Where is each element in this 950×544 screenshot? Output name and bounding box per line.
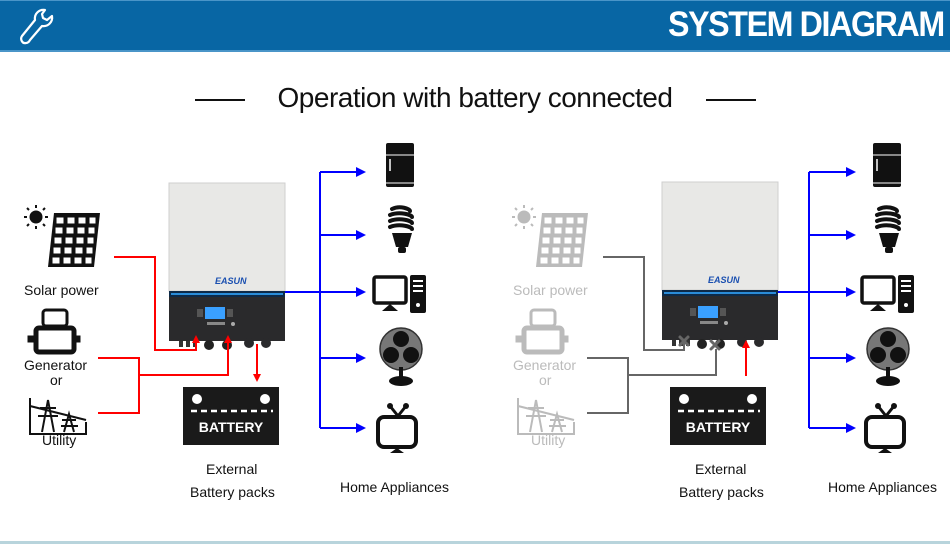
battery-pack-icon (668, 385, 768, 447)
solar-panel-icon (23, 204, 101, 268)
inverter-brand-logo: EASUN (215, 276, 247, 286)
or-label: or (539, 372, 552, 388)
utility-tower-icon (29, 397, 87, 435)
refrigerator-icon (386, 143, 414, 187)
battery-label-line2: Battery packs (679, 484, 764, 500)
header-title: SYSTEM DIAGRAM (668, 5, 945, 44)
generator-label: Generator (24, 357, 88, 373)
battery-label-line2: Battery packs (190, 484, 275, 500)
tv-icon (376, 403, 418, 453)
computer-icon (372, 275, 426, 313)
generator-input-line-inactive (587, 357, 629, 414)
generator-icon (28, 310, 80, 352)
fan-icon (866, 327, 910, 386)
header-banner: SYSTEM DIAGRAM (0, 0, 950, 52)
utility-label: Utility (531, 432, 566, 448)
diagram-subtitle: Operation with battery connected (277, 82, 673, 113)
solar-input-line-inactive (603, 256, 685, 351)
solar-power-label: Solar power (513, 282, 588, 298)
left-panel: EASUN (23, 143, 426, 453)
utility-tower-icon (517, 397, 575, 435)
light-bulb-icon (875, 205, 901, 253)
solar-power-label: Solar power (24, 282, 99, 298)
grid-input-line (139, 335, 232, 376)
solar-panel-icon (511, 204, 589, 268)
wrench-icon (20, 8, 54, 45)
battery-label-line1: External (695, 461, 747, 477)
tv-icon (864, 403, 906, 453)
inverter-unit (168, 182, 286, 351)
generator-input-line (98, 357, 140, 414)
generator-label: Generator (513, 357, 577, 373)
inverter-unit (661, 181, 779, 350)
battery-label-line1: External (206, 461, 258, 477)
utility-label: Utility (42, 432, 77, 448)
light-bulb-icon (388, 205, 414, 253)
solar-input-line (114, 256, 200, 351)
home-appliances-label: Home Appliances (340, 479, 449, 495)
home-appliances-label: Home Appliances (828, 479, 937, 495)
refrigerator-icon (873, 143, 901, 187)
right-panel: EASUN (511, 143, 914, 453)
subtitle-dash-left (195, 99, 245, 101)
bottom-divider (0, 541, 950, 544)
subtitle-dash-right (706, 99, 756, 101)
fan-icon (379, 327, 423, 386)
inverter-brand-logo: EASUN (708, 275, 740, 285)
computer-icon (860, 275, 914, 313)
grid-input-line-inactive (628, 349, 717, 376)
disconnected-x-icon (678, 335, 690, 347)
disconnected-x-icon (709, 339, 721, 351)
generator-icon (516, 310, 568, 352)
battery-pack-icon (181, 385, 281, 447)
or-label: or (50, 372, 63, 388)
